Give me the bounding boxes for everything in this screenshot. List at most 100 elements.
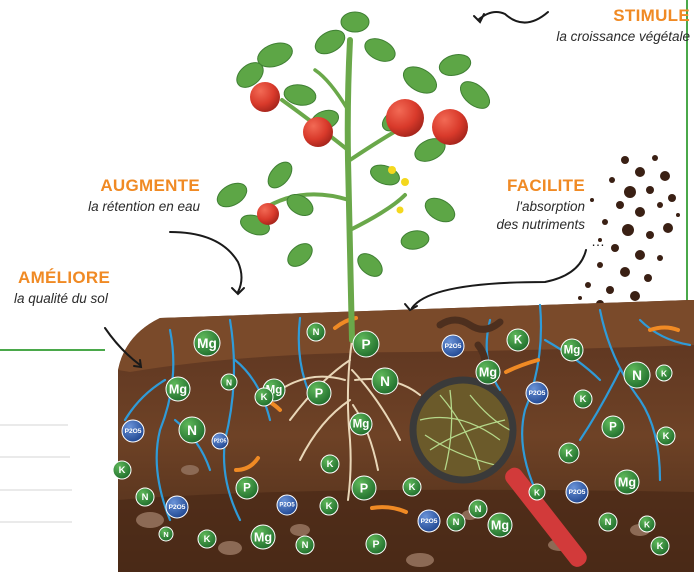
callout-facilite: FACILITE l'absorption des nutriments: [465, 176, 585, 232]
nutrient-ball: P2O5: [566, 481, 588, 503]
callout-ameliore-heading: AMÉLIORE: [14, 268, 154, 288]
callout-augmente: AUGMENTE la rétention en eau: [60, 176, 200, 214]
divider-lines: [0, 425, 72, 522]
callout-ameliore: AMÉLIORE la qualité du sol: [14, 268, 154, 306]
plant-stem: [262, 40, 420, 340]
nutrient-label: N: [632, 368, 642, 383]
nutrient-label: K: [119, 465, 126, 476]
nutrient-label: P: [372, 539, 379, 551]
nutrient-label: P2O5: [214, 439, 227, 445]
nutrient-ball: P2O5: [526, 382, 548, 404]
nutrient-label: K: [663, 431, 670, 442]
nutrient-label: K: [644, 520, 650, 530]
nutrient-ball: N: [624, 362, 650, 388]
nutrient-label: K: [565, 448, 573, 460]
plant-leaves: [213, 12, 494, 281]
callout-augmente-text: la rétention en eau: [60, 199, 200, 214]
nutrient-ball: N: [447, 513, 465, 531]
nutrient-label: P2O5: [529, 390, 546, 397]
nutrient-label: P: [360, 482, 368, 496]
nutrient-label: N: [226, 378, 232, 388]
callout-stimule-text: la croissance végétale: [520, 29, 690, 44]
nutrient-ball: N: [599, 513, 617, 531]
nutrient-ball: K: [320, 497, 338, 515]
nutrient-ball: P: [352, 476, 376, 500]
nutrient-ball: N: [136, 488, 154, 506]
nutrient-label: K: [326, 501, 333, 512]
nutrient-label: Mg: [254, 531, 272, 545]
nutrient-ball: N: [372, 368, 398, 394]
nutrient-ball: P: [366, 534, 386, 554]
nutrient-label: P2O5: [125, 428, 142, 435]
nutrient-label: K: [514, 335, 523, 347]
nutrient-ball: Mg: [561, 339, 583, 361]
callout-ameliore-text: la qualité du sol: [14, 291, 154, 306]
nutrient-ball: N: [307, 323, 325, 341]
nutrient-label: K: [661, 369, 667, 379]
nutrient-label: K: [261, 392, 268, 403]
nutrient-label: Mg: [169, 383, 187, 397]
nutrient-ball: P2O5: [166, 496, 188, 518]
nutrient-ball: K: [198, 530, 216, 548]
callout-arrows-dots: …: [591, 233, 605, 249]
nutrient-label: Mg: [491, 519, 509, 533]
nutrient-ball: P2O5: [212, 433, 228, 449]
nutrient-label: N: [475, 504, 482, 515]
callout-stimule: STIMULE la croissance végétale: [520, 6, 690, 44]
nutrient-ball: N: [469, 500, 487, 518]
nutrient-label: N: [302, 540, 309, 551]
nutrient-label: N: [187, 423, 197, 438]
nutrient-ball: K: [113, 461, 131, 479]
nutrient-ball: K: [507, 329, 529, 351]
nutrient-ball: Mg: [488, 513, 512, 537]
nutrient-label: P: [315, 387, 323, 401]
nutrient-ball: P2O5: [122, 420, 144, 442]
nutrient-ball: P2O5: [418, 510, 440, 532]
nutrient-label: N: [142, 492, 149, 503]
nutrient-label: K: [327, 459, 334, 470]
nutrient-ball: P2O5: [442, 335, 464, 357]
callout-stimule-heading: STIMULE: [520, 6, 690, 26]
callout-facilite-text-line1: l'absorption: [465, 199, 585, 214]
nutrient-label: P: [609, 422, 617, 434]
nutrient-ball: K: [529, 484, 545, 500]
nutrient-label: Mg: [618, 476, 636, 490]
nutrient-label: P2O5: [279, 503, 295, 509]
nutrient-label: Mg: [197, 336, 217, 351]
nutrient-ball: K: [656, 365, 672, 381]
nutrient-ball: Mg: [615, 470, 639, 494]
nutrient-ball: Mg: [251, 525, 275, 549]
nutrient-ball: K: [574, 390, 592, 408]
nutrient-ball: Mg: [350, 413, 372, 435]
nutrient-ball: N: [179, 417, 205, 443]
nutrient-ball: N: [296, 536, 314, 554]
nutrient-ball: K: [321, 455, 339, 473]
nutrient-label: P2O5: [569, 489, 586, 496]
nutrient-ball: P: [236, 477, 258, 499]
nutrient-ball: K: [559, 443, 579, 463]
nutrient-label: P: [361, 337, 370, 352]
nutrient-ball: P2O5: [277, 495, 297, 515]
nutrient-ball: K: [255, 388, 273, 406]
nutrient-ball: P: [602, 416, 624, 438]
nutrient-label: K: [657, 541, 664, 552]
nutrient-ball: K: [657, 427, 675, 445]
nutrient-ball: N: [221, 374, 237, 390]
nutrient-ball: K: [403, 478, 421, 496]
nutrient-ball: Mg: [476, 360, 500, 384]
nutrient-label: N: [380, 374, 390, 389]
nutrient-label: P2O5: [169, 504, 186, 511]
nutrient-ball: N: [159, 527, 173, 541]
nutrient-ball: Mg: [166, 377, 190, 401]
nutrient-label: K: [534, 488, 540, 498]
nutrient-ball: P: [353, 331, 379, 357]
nutrient-label: Mg: [353, 419, 370, 431]
nutrient-ball: Mg: [194, 330, 220, 356]
nutrient-label: N: [605, 517, 612, 528]
nutrient-label: K: [409, 482, 416, 493]
nutrient-label: Mg: [479, 366, 497, 380]
nutrient-label: K: [204, 534, 211, 545]
callout-augmente-heading: AUGMENTE: [60, 176, 200, 196]
callout-facilite-text-line2: des nutriments: [465, 217, 585, 232]
callout-facilite-heading: FACILITE: [465, 176, 585, 196]
